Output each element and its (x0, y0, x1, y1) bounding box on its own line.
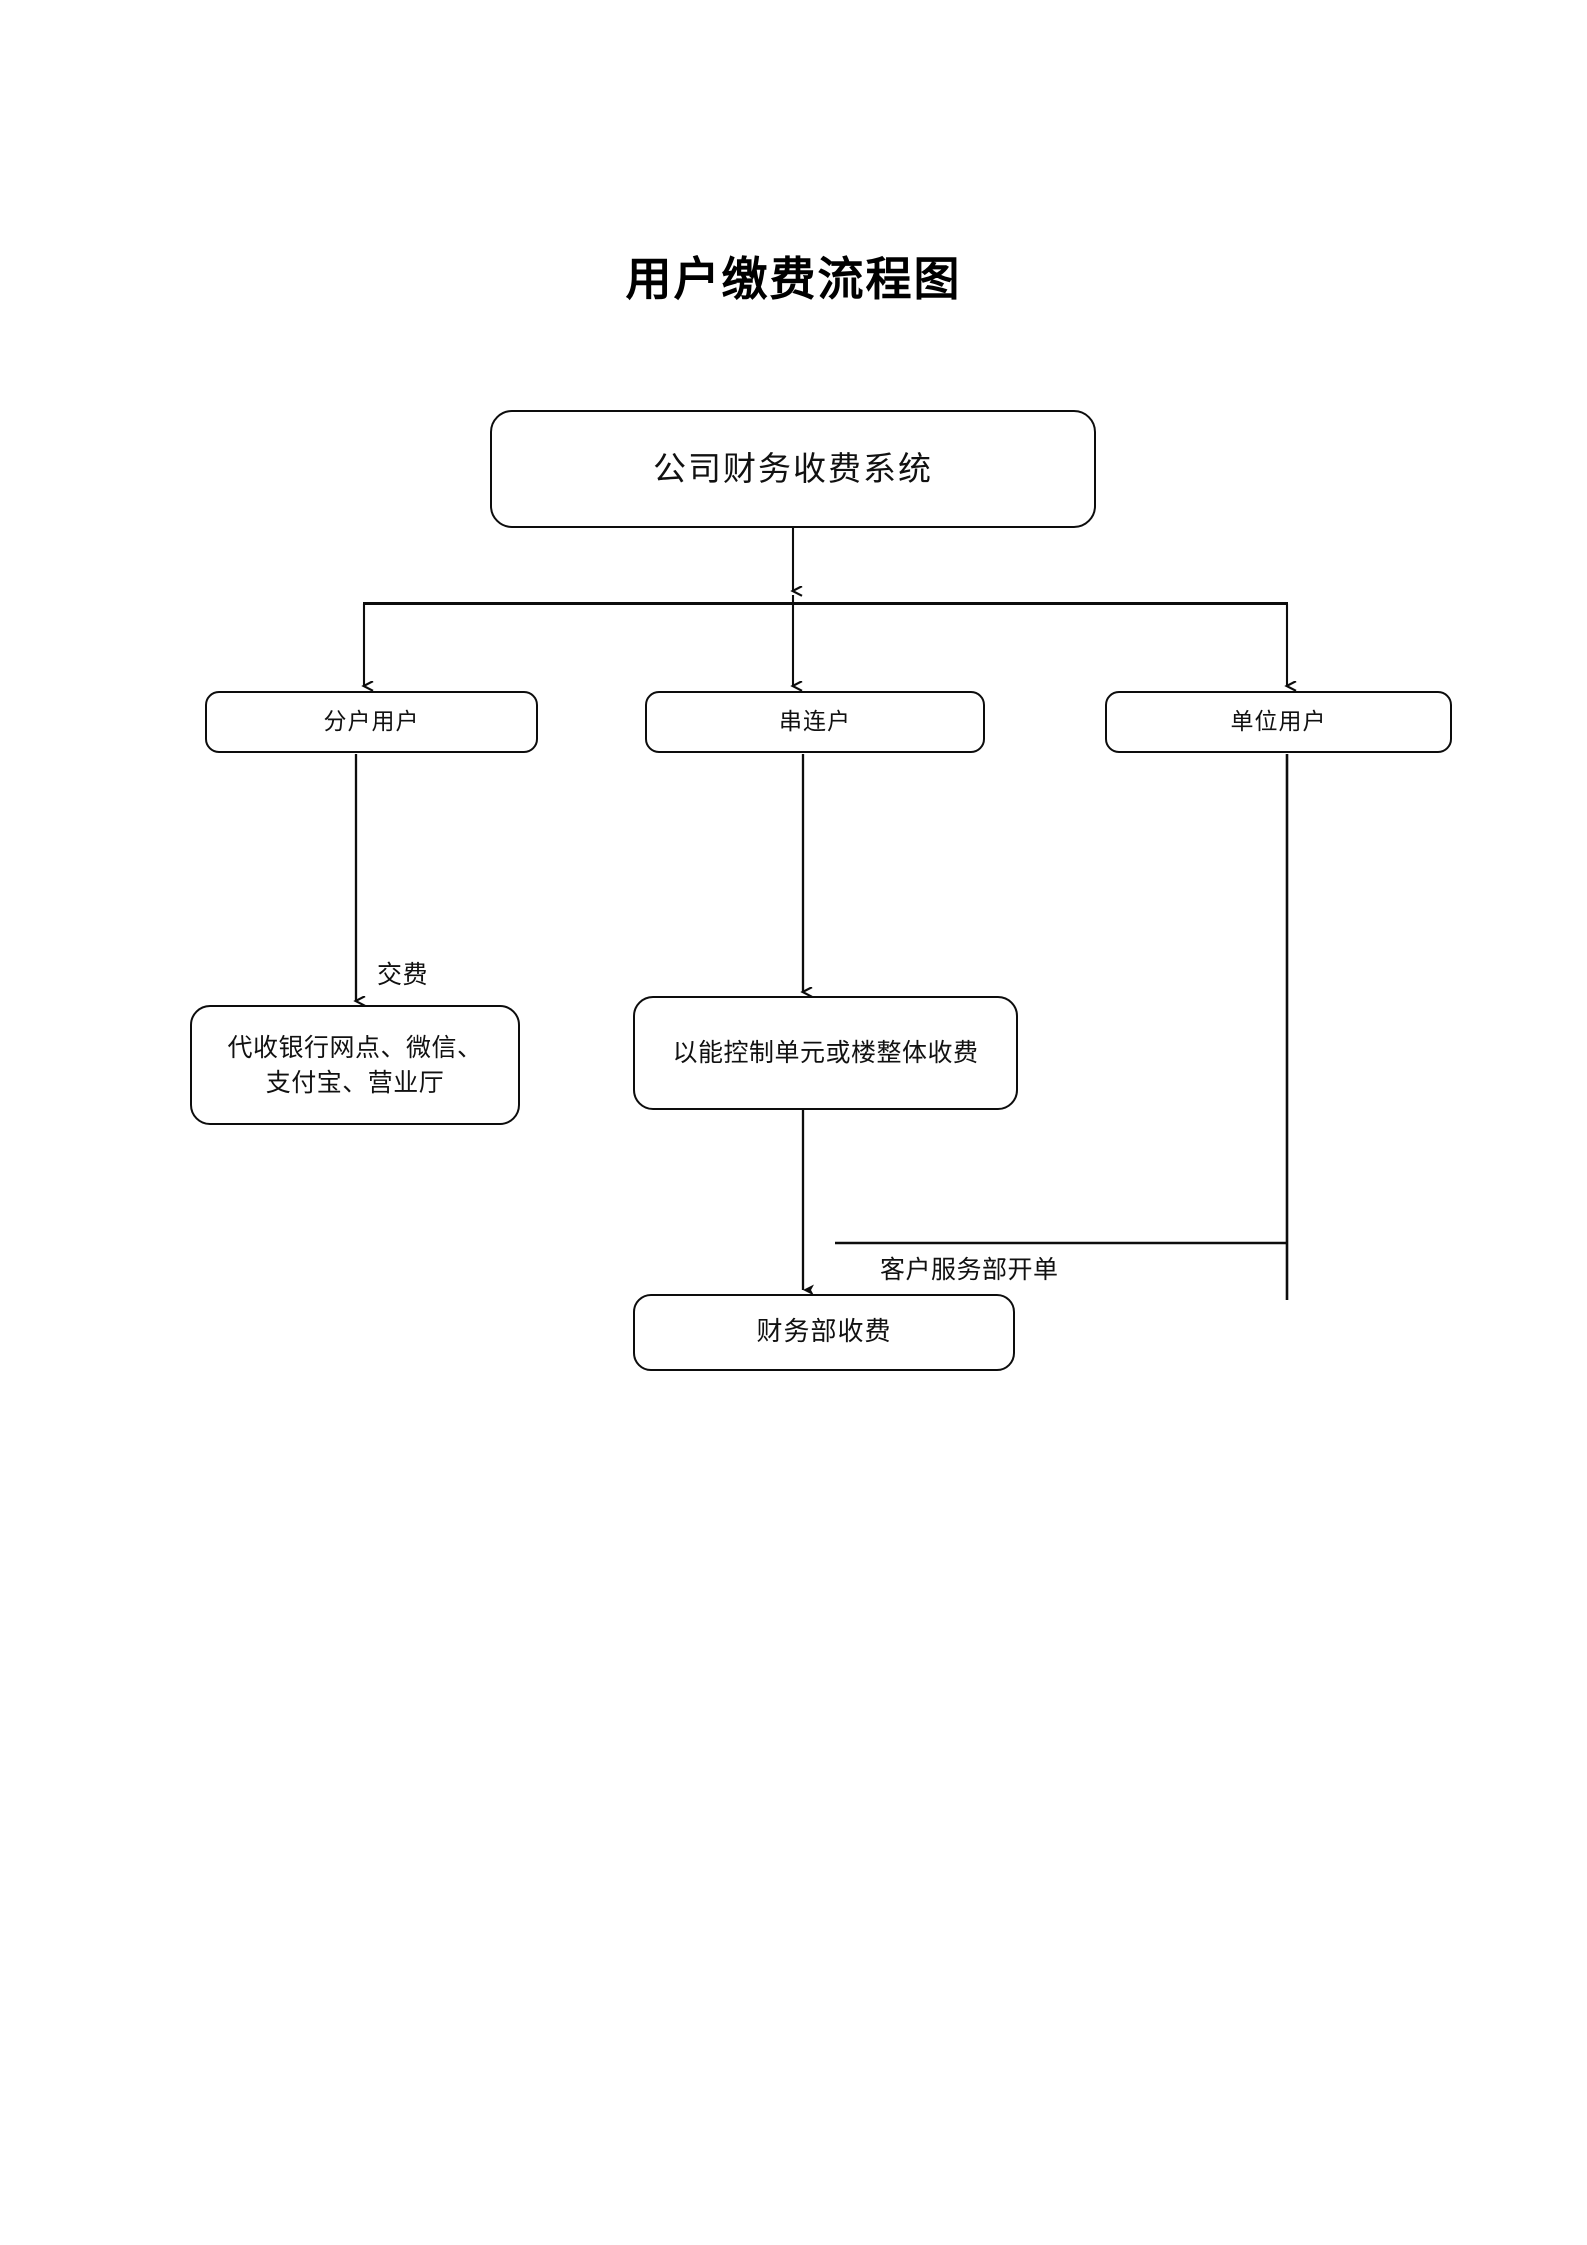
page-title: 用户缴费流程图 (625, 252, 962, 306)
node-separate-household-user[interactable]: 分户用户 (205, 691, 538, 753)
node-series-connected-household[interactable]: 串连户 (645, 691, 985, 753)
node-label: 串连户 (779, 708, 851, 735)
node-label: 单位用户 (1230, 708, 1327, 735)
node-finance-department-collection[interactable]: 财务部收费 (633, 1294, 1015, 1371)
node-label-multiline: 代收银行网点、微信、 支付宝、营业厅 (227, 1030, 482, 1101)
edge-label-customer-service-invoice: 客户服务部开单 (880, 1255, 1059, 1284)
node-label-line1: 代收银行网点、微信、 (227, 1032, 483, 1062)
node-payment-channels[interactable]: 代收银行网点、微信、 支付宝、营业厅 (190, 1005, 520, 1125)
node-organization-user[interactable]: 单位用户 (1105, 691, 1452, 753)
node-label: 财务部收费 (756, 1317, 892, 1348)
node-label: 以能控制单元或楼整体收费 (672, 1038, 979, 1068)
node-label: 分户用户 (323, 708, 420, 735)
node-company-finance-system[interactable]: 公司财务收费系统 (490, 410, 1096, 528)
edge-cat3-to-finance (835, 754, 1289, 1300)
node-label: 公司财务收费系统 (653, 448, 933, 488)
edge-label-pay-fee: 交费 (377, 960, 429, 989)
node-unit-or-building-billing[interactable]: 以能控制单元或楼整体收费 (633, 996, 1018, 1110)
node-label-line2: 支付宝、营业厅 (265, 1068, 445, 1097)
